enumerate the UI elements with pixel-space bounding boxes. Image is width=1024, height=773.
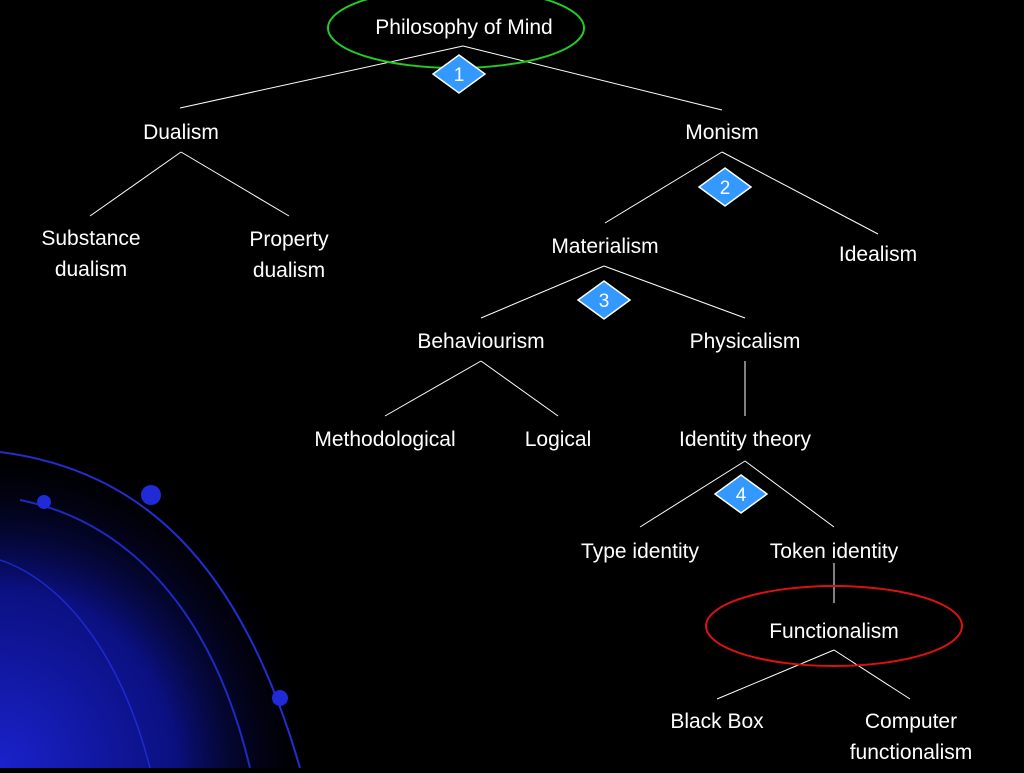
node-dualism: Dualism: [143, 121, 219, 144]
node-property-dualism-line-2: dualism: [253, 259, 325, 282]
badge-4-label: 4: [736, 485, 747, 506]
badge-2-label: 2: [720, 178, 731, 199]
badge-1: 1: [431, 54, 487, 94]
node-materialism: Materialism: [551, 235, 658, 258]
badge-4: 4: [713, 474, 769, 514]
node-identity-theory: Identity theory: [679, 428, 811, 451]
badge-1-label: 1: [454, 65, 465, 86]
node-behaviourism: Behaviourism: [417, 330, 544, 353]
node-labels: Philosophy of Mind Dualism Monism Substa…: [41, 16, 972, 764]
node-black-box: Black Box: [670, 710, 764, 733]
node-substance-dualism-line-1: Substance: [41, 227, 140, 250]
node-computer-functionalism-line-1: Computer: [865, 710, 957, 733]
node-monism: Monism: [685, 121, 759, 144]
edges: [89, 45, 911, 700]
badge-3: 3: [576, 280, 632, 320]
functionalism-highlight-ellipse: [705, 585, 963, 667]
node-logical: Logical: [525, 428, 592, 451]
node-idealism: Idealism: [839, 243, 917, 266]
node-computer-functionalism-line-2: functionalism: [850, 741, 973, 764]
node-methodological: Methodological: [314, 428, 455, 451]
node-functionalism: Functionalism: [769, 620, 899, 643]
badge-2: 2: [697, 167, 753, 207]
node-philosophy-of-mind: Philosophy of Mind: [375, 16, 552, 39]
node-property-dualism-line-1: Property: [249, 228, 329, 251]
node-token-identity: Token identity: [770, 540, 899, 563]
node-type-identity: Type identity: [581, 540, 699, 563]
node-substance-dualism-line-2: dualism: [55, 258, 127, 281]
node-physicalism: Physicalism: [690, 330, 801, 353]
badge-3-label: 3: [599, 291, 610, 312]
decorative-orb: [0, 440, 320, 769]
